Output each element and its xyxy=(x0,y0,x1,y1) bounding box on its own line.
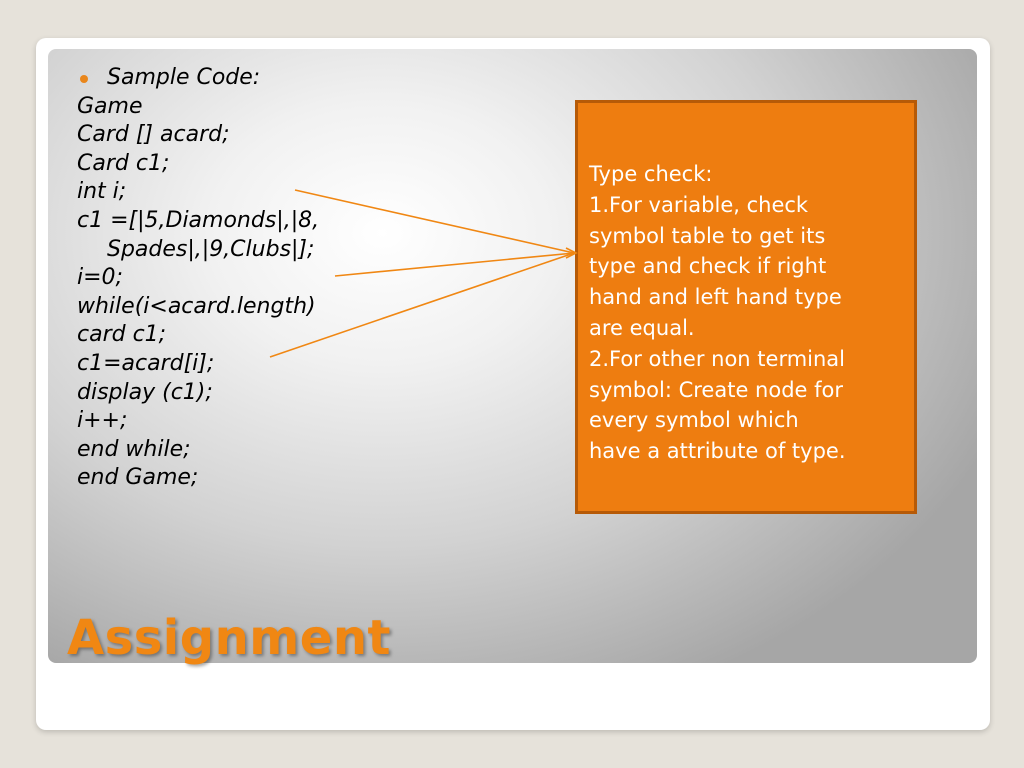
code-block: Sample Code: Game Card [] acard; Card c1… xyxy=(77,64,407,493)
arrow-line-top xyxy=(294,189,575,254)
callout-line: have a attribute of type. xyxy=(589,439,846,464)
bullet-icon xyxy=(80,75,88,83)
callout-line: symbol: Create node for xyxy=(589,377,843,402)
code-line: Card c1; xyxy=(77,150,170,176)
code-line: i=0; xyxy=(77,265,123,291)
slide-title: Assignment xyxy=(67,610,391,666)
code-line: i++; xyxy=(77,408,128,434)
type-check-callout: Type check: 1.For variable, check symbol… xyxy=(575,100,917,514)
arrow-line-middle xyxy=(334,252,575,277)
code-line: Card [] acard; xyxy=(77,122,230,148)
code-line: end while; xyxy=(77,436,191,462)
callout-line: 2.For other non terminal xyxy=(589,346,846,371)
callout-line: symbol table to get its xyxy=(589,223,826,248)
callout-line: hand and left hand type xyxy=(589,285,842,310)
code-line: int i; xyxy=(77,179,127,205)
code-line: Spades|,|9,Clubs|]; xyxy=(107,236,315,262)
callout-line: are equal. xyxy=(589,315,695,340)
arrow-line-bottom xyxy=(269,252,575,358)
callout-line: Type check: xyxy=(589,162,713,186)
code-line: c1=acard[i]; xyxy=(77,350,215,376)
callout-line: every symbol which xyxy=(589,408,799,433)
callout-line: type and check if right xyxy=(589,254,827,279)
code-line: display (c1); xyxy=(77,379,213,405)
code-line: end Game; xyxy=(77,465,199,491)
code-line-heading: Sample Code: xyxy=(77,64,407,93)
code-line: card c1; xyxy=(77,322,167,348)
callout-line: 1.For variable, check xyxy=(589,192,809,217)
arrow-head-icon xyxy=(565,247,578,259)
code-line: while(i<acard.length) xyxy=(77,293,316,319)
code-line: Game xyxy=(77,93,143,119)
code-heading-text: Sample Code: xyxy=(107,65,261,90)
code-line: c1 =[|5,Diamonds|,|8, xyxy=(77,207,320,233)
